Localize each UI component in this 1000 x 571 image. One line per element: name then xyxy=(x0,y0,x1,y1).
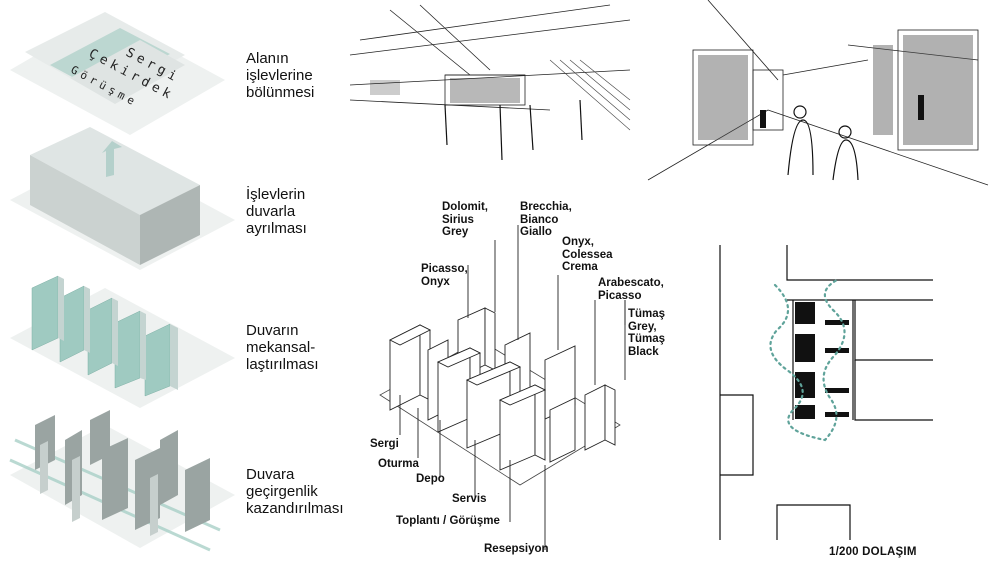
zone-label-servis: Servis xyxy=(452,493,487,505)
material-label-1: Dolomit, Sirius Grey xyxy=(442,201,488,238)
material-label-3: Picasso, Onyx xyxy=(421,263,468,288)
plan-scale-label: 1/200 DOLAŞIM xyxy=(829,546,917,558)
material-label-2: Brecchia, Bianco Giallo xyxy=(520,201,572,238)
zone-label-resepsiyon: Resepsiyon xyxy=(484,543,549,555)
step4-permeable-wall-diagram xyxy=(9,410,235,552)
step-label-3: Duvarın mekansal- laştırılması xyxy=(246,322,319,373)
zone-label-oturma: Oturma xyxy=(378,458,419,470)
zone-label-depo: Depo xyxy=(416,473,445,485)
material-label-6: Tümaş Grey, Tümaş Black xyxy=(628,308,666,358)
perspective-sketch-2 xyxy=(647,0,989,186)
zone-label-toplanti: Toplantı / Görüşme xyxy=(396,515,500,527)
zone-label-sergi: Sergi xyxy=(370,438,399,450)
material-label-5: Arabescato, Picasso xyxy=(598,277,664,302)
material-axonometric xyxy=(379,300,626,550)
perspective-sketch-1 xyxy=(349,4,631,161)
step1-zoning-diagram: Sergi Çekirdek Görüşme xyxy=(10,12,225,135)
step3-spatial-wall-diagram xyxy=(10,275,235,408)
material-leader-lines xyxy=(467,225,626,325)
step-label-2: İşlevlerin duvarla ayrılması xyxy=(246,186,307,237)
circulation-plan xyxy=(719,245,933,540)
step2-wall-diagram xyxy=(10,127,235,270)
material-label-4: Onyx, Colessea Crema xyxy=(562,236,613,273)
step-label-1: Alanın işlevlerine bölünmesi xyxy=(246,50,315,101)
step-label-4: Duvara geçirgenlik kazandırılması xyxy=(246,466,344,517)
